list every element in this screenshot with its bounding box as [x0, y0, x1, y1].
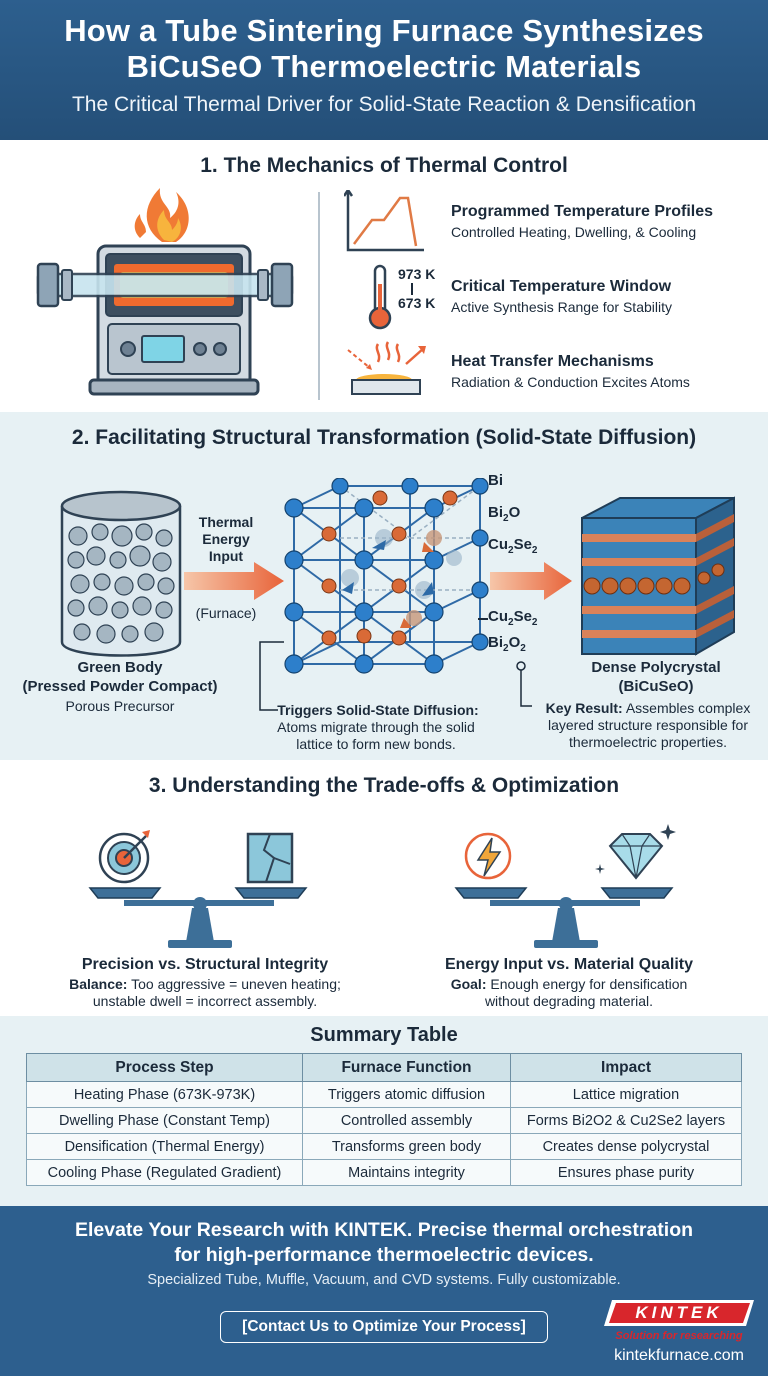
table-cell: Triggers atomic diffusion [302, 1081, 511, 1108]
page-footer: Elevate Your Research with KINTEK. Preci… [0, 1206, 768, 1376]
logo-badge-icon [604, 1300, 754, 1326]
heat-transfer-item: Heat Transfer Mechanisms Radiation & Con… [451, 353, 690, 390]
table-cell: Heating Phase (673K-973K) [26, 1081, 303, 1108]
page-subtitle: The Critical Thermal Driver for Solid-St… [71, 93, 696, 116]
temp-low-label: 673 K [398, 295, 436, 311]
thermometer-icon [368, 264, 392, 330]
precision-block: Precision vs. Structural Integrity Balan… [40, 956, 370, 1010]
section1-divider [318, 192, 320, 400]
table-cell: Forms Bi2O2 & Cu2Se2 layers [510, 1107, 742, 1134]
section1-title: 1. The Mechanics of Thermal Control [200, 154, 568, 177]
table-header-cell: Furnace Function [302, 1053, 511, 1082]
website-link[interactable]: kintekfurnace.com [614, 1347, 744, 1364]
diffusion-callout-bracket [259, 641, 284, 711]
table-cell: Maintains integrity [302, 1159, 511, 1186]
table-cell: Cooling Phase (Regulated Gradient) [26, 1159, 303, 1186]
temp-window-desc: Active Synthesis Range for Stability [451, 299, 672, 315]
table-cell: Creates dense polycrystal [510, 1133, 742, 1160]
table-cell: Lattice migration [510, 1081, 742, 1108]
cu2se2-lower-label: Cu2Se2 [488, 608, 538, 628]
product-arrow-icon [490, 562, 572, 600]
bi2o2-label: Bi2O2 [488, 634, 526, 654]
temp-window-item: Critical Temperature Window Active Synth… [451, 278, 672, 315]
furnace-label: (Furnace) [195, 605, 257, 621]
energy-block: Energy Input vs. Material Quality Goal: … [404, 956, 734, 1010]
table-row: Dwelling Phase (Constant Temp) Controlle… [26, 1107, 742, 1134]
lightning-icon [464, 832, 512, 880]
diffusion-title: Triggers Solid-State Diffusion: [277, 702, 479, 718]
layered-polycrystal-icon [581, 496, 735, 656]
key-result-callout-bracket [516, 661, 532, 707]
precision-balance-icon [88, 830, 308, 948]
temp-window-title: Critical Temperature Window [451, 278, 672, 295]
table-cell: Transforms green body [302, 1133, 511, 1160]
table-row: Cooling Phase (Regulated Gradient) Maint… [26, 1159, 742, 1186]
energy-title: Energy Input vs. Material Quality [444, 956, 694, 973]
table-cell: Dwelling Phase (Constant Temp) [26, 1107, 303, 1134]
profile-title: Programmed Temperature Profiles [451, 203, 714, 220]
table-cell: Ensures phase purity [510, 1159, 742, 1186]
diffusion-desc: Atoms migrate through the solid lattice … [277, 719, 475, 752]
section-summary: Summary Table Process Step Furnace Funct… [0, 1016, 768, 1206]
temp-range-tick [411, 283, 413, 295]
page-header: How a Tube Sintering Furnace Synthesizes… [0, 0, 768, 140]
temperature-profile-icon [344, 190, 424, 252]
section-thermal-control: 1. The Mechanics of Thermal Control [0, 140, 768, 412]
product-label: Dense Polycrystal (BiCuSeO) [591, 659, 721, 695]
table-header-cell: Impact [510, 1053, 742, 1082]
green-body-icon [60, 490, 182, 657]
heat-transfer-icon [347, 341, 426, 395]
footer-sub: Specialized Tube, Muffle, Vacuum, and CV… [147, 1272, 621, 1288]
table-cell: Controlled assembly [302, 1107, 511, 1134]
table-header-cell: Process Step [26, 1053, 303, 1082]
green-body-desc: Porous Precursor [65, 698, 175, 714]
diamond-icon [595, 824, 676, 880]
page-title: How a Tube Sintering Furnace Synthesizes… [64, 13, 704, 84]
cracked-block-icon [246, 832, 294, 884]
table-header-row: Process Step Furnace Function Impact [26, 1053, 742, 1082]
tube-furnace-icon [36, 188, 294, 396]
energy-balance-icon [454, 824, 676, 948]
profile-item: Programmed Temperature Profiles Controll… [451, 203, 713, 240]
contact-us-button[interactable]: [Contact Us to Optimize Your Process] [220, 1311, 548, 1343]
footer-headline: Elevate Your Research with KINTEK. Preci… [74, 1219, 694, 1266]
heat-transfer-title: Heat Transfer Mechanisms [451, 353, 654, 370]
target-icon [98, 830, 150, 884]
key-result: Key Result: Assembles complex layered st… [545, 700, 751, 750]
flame-icon [134, 188, 189, 242]
profile-desc: Controlled Heating, Dwelling, & Cooling [451, 224, 697, 240]
heat-transfer-desc: Radiation & Conduction Excites Atoms [451, 374, 690, 390]
thermal-input-label: Thermal Energy Input [198, 514, 254, 564]
table-row: Heating Phase (673K-973K) Triggers atomi… [26, 1081, 742, 1108]
table-cell: Densification (Thermal Energy) [26, 1133, 303, 1160]
kintek-logo: KINTEK [604, 1300, 754, 1326]
temp-high-label: 973 K [398, 266, 436, 282]
section-tradeoffs: 3. Understanding the Trade-offs & Optimi… [0, 760, 768, 1016]
summary-table: Process Step Furnace Function Impact Hea… [26, 1053, 742, 1186]
table-row: Densification (Thermal Energy) Transform… [26, 1133, 742, 1160]
logo-text: KINTEK [635, 1303, 723, 1322]
logo-tagline: Solution for researching [615, 1330, 743, 1342]
cu2se2-label: Cu2Se2 [488, 536, 538, 556]
summary-title: Summary Table [310, 1024, 458, 1046]
thermal-input-arrow-icon [184, 562, 284, 600]
green-body-label: Green Body (Pressed Powder Compact) [22, 659, 218, 695]
crystal-lattice-icon [284, 478, 489, 674]
bi2o-label: Bi2O [488, 504, 521, 524]
section3-title: 3. Understanding the Trade-offs & Optimi… [148, 774, 620, 797]
section2-title: 2. Facilitating Structural Transformatio… [71, 426, 697, 449]
bi-label: Bi [488, 472, 503, 489]
precision-title: Precision vs. Structural Integrity [81, 956, 329, 973]
section-diffusion: 2. Facilitating Structural Transformatio… [0, 412, 768, 760]
